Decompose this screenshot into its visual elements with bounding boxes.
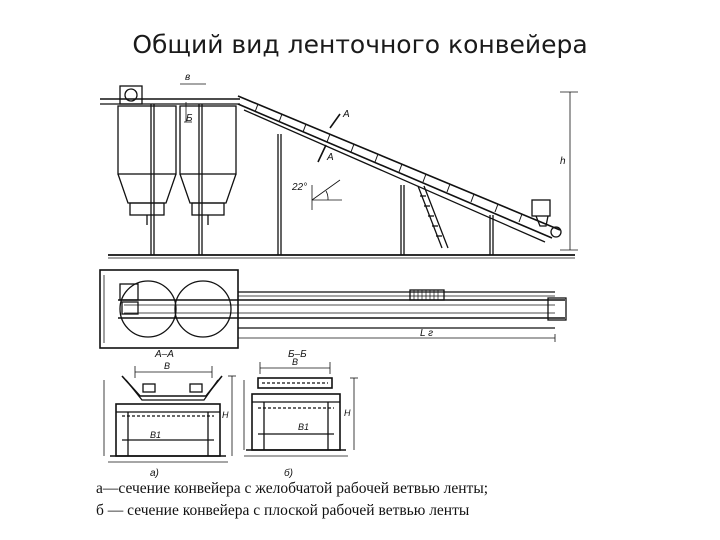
section-aa: A–A В В1 H а) bbox=[103, 349, 236, 479]
silo-left bbox=[117, 105, 177, 225]
label-section-aa: A–A bbox=[154, 349, 174, 360]
label-b1-width-b: В1 bbox=[298, 422, 309, 432]
label-v-top: в bbox=[185, 72, 190, 83]
label-b-width-b: В bbox=[292, 357, 298, 367]
figure-caption: а—сечение конвейера с желобчатой рабочей… bbox=[96, 478, 696, 522]
label-sub-a: а) bbox=[150, 468, 159, 479]
page-title: Общий вид ленточного конвейера bbox=[132, 30, 588, 59]
label-angle: 22° bbox=[291, 182, 307, 193]
caption-line-a: а—сечение конвейера с желобчатой рабочей… bbox=[96, 480, 489, 497]
label-h-side: h bbox=[560, 156, 566, 167]
label-h-dim-a: H bbox=[222, 410, 229, 420]
label-h-dim-b: H bbox=[344, 408, 351, 418]
belt-rollers bbox=[254, 103, 523, 223]
silo-right bbox=[179, 105, 237, 225]
label-a-lower: A bbox=[326, 152, 334, 163]
label-l-plan: L г bbox=[420, 328, 433, 339]
label-b1-width-a: В1 bbox=[150, 430, 161, 440]
label-b-top: Б bbox=[186, 113, 193, 124]
label-section-bb: Б–Б bbox=[288, 349, 307, 360]
label-sub-b: б) bbox=[284, 467, 293, 479]
label-b-width-a: В bbox=[164, 361, 170, 371]
section-bb: Б–Б В В1 H б) bbox=[243, 349, 358, 479]
label-a-upper: A bbox=[342, 109, 350, 120]
side-elevation: в Б A A 22° h bbox=[100, 72, 578, 259]
caption-line-b: б — сечение конвейера с плоской рабочей … bbox=[96, 502, 470, 519]
plan-view: L г bbox=[99, 269, 567, 349]
